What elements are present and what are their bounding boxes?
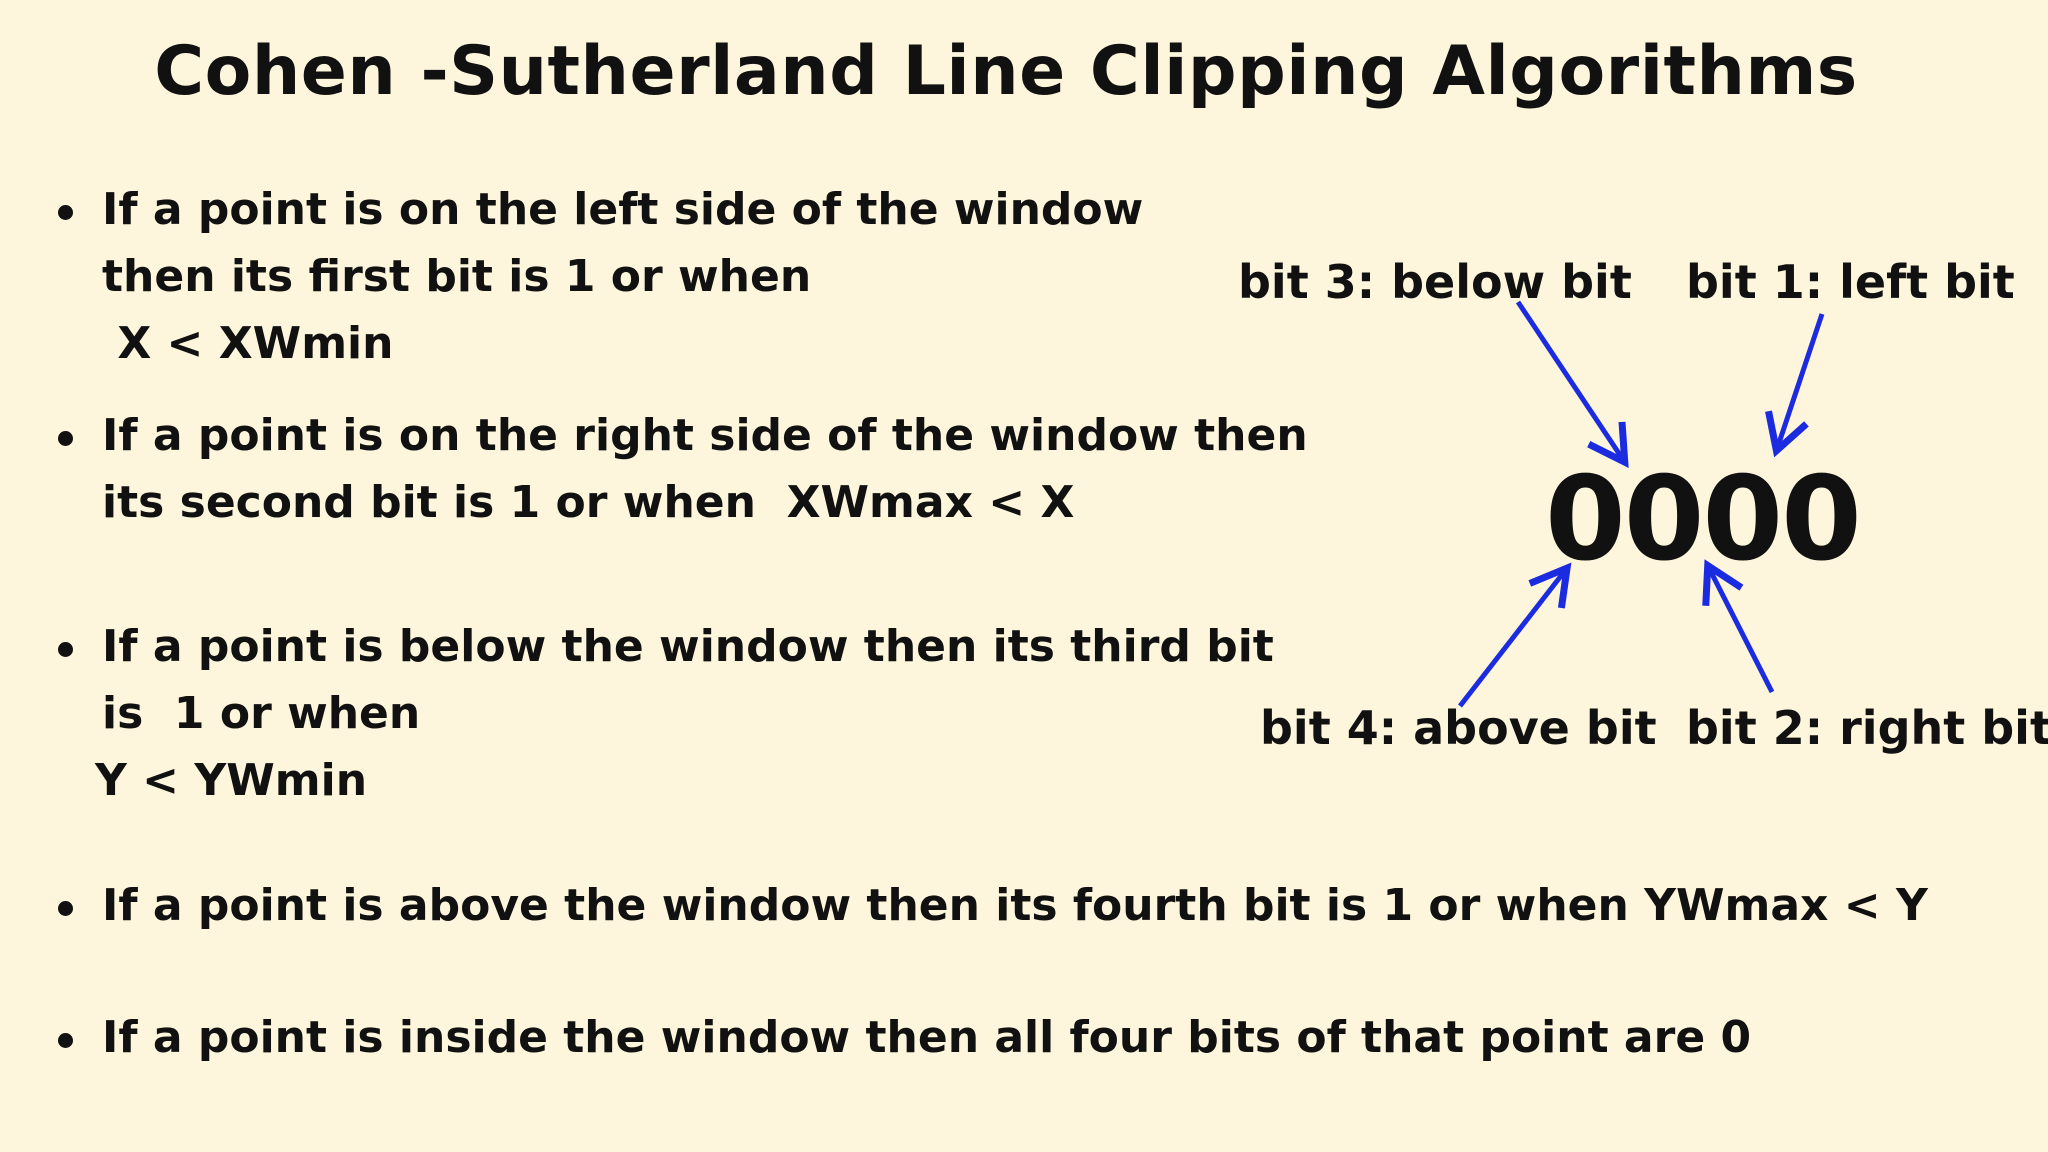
bullet-line: is 1 or when [102, 688, 421, 739]
arrow-bit3 [1515, 300, 1629, 469]
bullet-above-bit: If a point is above the window then its … [58, 872, 1928, 939]
bullet-line: then its first bit is 1 or when [102, 251, 812, 302]
arrow-bit1 [1765, 313, 1825, 458]
bullet-inside-window: If a point is inside the window then all… [58, 1004, 1751, 1071]
bullet-left-bit: If a point is on the left side of the wi… [58, 176, 1143, 377]
bullet-line: its second bit is 1 or when XWmax < X [102, 477, 1075, 528]
bullet-line: X < XWmin [102, 318, 394, 369]
bit3-label: bit 3: below bit [1238, 255, 1632, 309]
bit4-label: bit 4: above bit [1260, 701, 1657, 755]
bullet-dot [58, 901, 73, 916]
slide-title: Cohen -Sutherland Line Clipping Algorith… [154, 32, 1858, 111]
bullet-dot [58, 431, 73, 446]
bullet-line: If a point is below the window then its … [102, 621, 1274, 672]
bullet-line: If a point is above the window then its … [102, 880, 1928, 931]
bullet-dot [58, 205, 73, 220]
arrow-bit4 [1458, 562, 1572, 708]
bullet-below-bit: If a point is below the window then its … [58, 613, 1274, 814]
bullet-line: Y < YWmin [95, 755, 368, 806]
bullet-line: If a point is on the left side of the wi… [102, 184, 1144, 235]
bit1-label: bit 1: left bit [1686, 255, 2015, 309]
bullet-line: If a point is on the right side of the w… [102, 410, 1308, 461]
bullet-line: If a point is inside the window then all… [102, 1012, 1752, 1063]
bullet-dot [58, 1033, 73, 1048]
bullet-dot [58, 642, 73, 657]
bit2-label: bit 2: right bit [1686, 701, 2048, 755]
bullet-right-bit: If a point is on the right side of the w… [58, 402, 1308, 536]
arrow-bit2 [1702, 559, 1775, 694]
